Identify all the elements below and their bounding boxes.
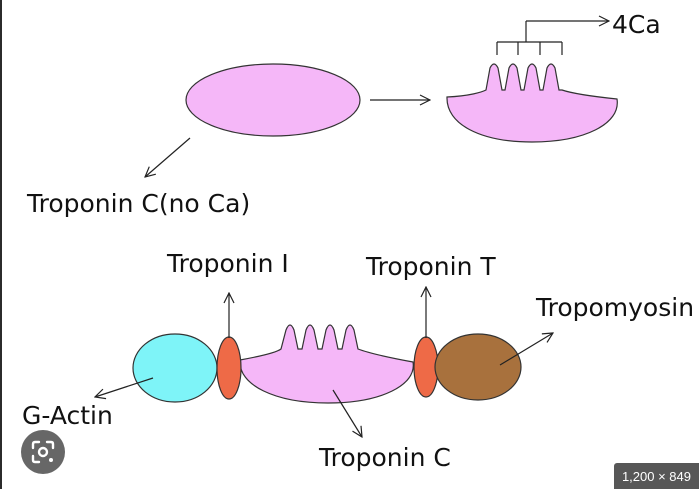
- troponin-c-shape: [239, 324, 414, 404]
- g-actin-shape: [132, 333, 218, 403]
- arrow-to-troponin-c-label: [332, 389, 362, 437]
- lens-icon: [31, 440, 55, 464]
- label-troponin-c: Troponin C: [318, 443, 451, 472]
- label-g-actin: G-Actin: [22, 401, 113, 430]
- troponin-c-no-ca-shape: [185, 63, 361, 137]
- label-troponin-c-no-ca: Troponin C(no Ca): [26, 189, 250, 218]
- arrow-to-troponin-c-no-ca-label: [145, 137, 191, 177]
- search-image-button[interactable]: [21, 430, 65, 474]
- arrow-to-tropomyosin-label: [499, 333, 553, 366]
- arrow-to-g-actin-label: [95, 377, 154, 397]
- troponin-c-ca-bound-shape: [446, 63, 618, 143]
- image-size-badge: 1,200 × 849: [613, 463, 699, 489]
- troponin-i-shape: [216, 336, 242, 400]
- label-troponin-i: Troponin I: [166, 249, 289, 278]
- label-tropomyosin: Tropomyosin: [535, 293, 694, 322]
- tropomyosin-shape: [434, 333, 522, 401]
- label-4ca: 4Ca: [612, 10, 661, 39]
- label-troponin-t: Troponin T: [365, 252, 496, 281]
